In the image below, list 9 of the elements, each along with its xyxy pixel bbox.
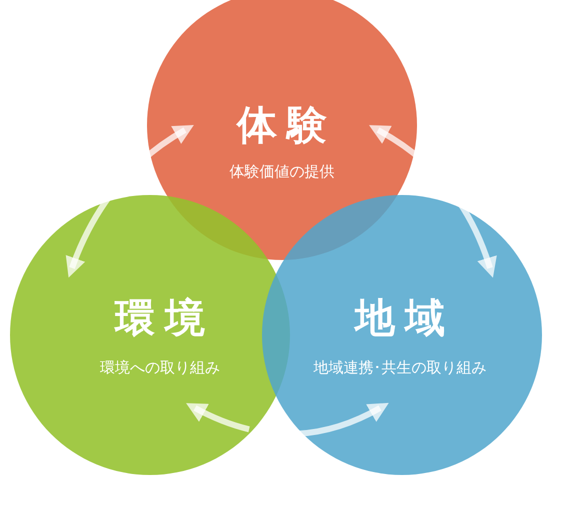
curved-arrow xyxy=(186,403,390,437)
curved-arrow xyxy=(66,124,194,278)
circle-title: 地域 xyxy=(352,294,455,344)
circle-subtitle: 地域連携･共生の取り組み xyxy=(314,358,486,378)
circle-subtitle: 体験価値の提供 xyxy=(230,162,334,182)
circle-subtitle: 環境への取り組み xyxy=(100,358,220,378)
curved-arrow xyxy=(369,124,496,278)
circle-title: 体験 xyxy=(235,102,337,150)
circle-title: 環境 xyxy=(113,294,215,344)
